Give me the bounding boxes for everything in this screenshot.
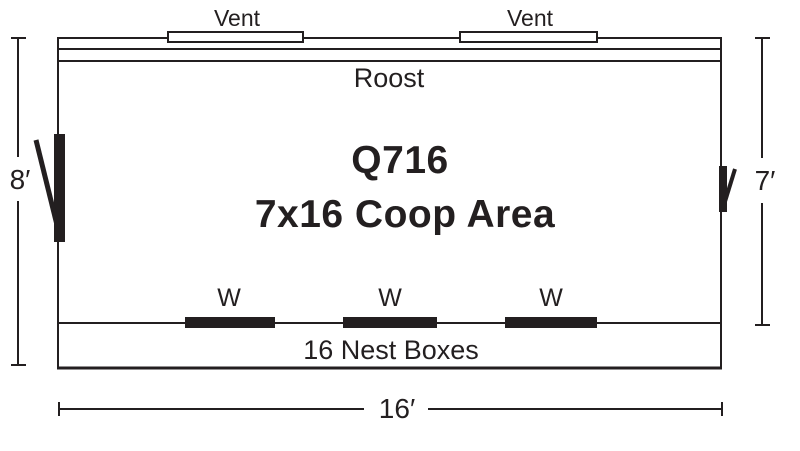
coop-area-label: 7x16 Coop Area [254,193,556,236]
window-3-label: W [539,284,563,312]
window-1-bar [185,317,275,328]
right-door-swing-line [721,168,737,209]
vent-2-rect [459,31,598,43]
vent-1-label: Vent [213,5,261,31]
left-door-bar [54,134,65,242]
window-2-bar [343,317,437,328]
height-dimension-label: 8′ [9,164,31,195]
vent-1-rect [167,31,304,43]
left-door-swing-line [33,139,61,230]
interior-height-dimension-label: 7′ [754,165,776,196]
nest-boxes-label: 16 Nest Boxes [303,335,479,365]
vent-2-label: Vent [506,5,554,31]
window-3-bar [505,317,597,328]
model-number: Q716 [351,139,449,182]
right-door-bar [719,166,727,212]
window-2-label: W [378,284,402,312]
width-dimension-label: 16′ [378,393,416,424]
roost-label: Roost [353,63,425,93]
window-1-label: W [217,284,241,312]
